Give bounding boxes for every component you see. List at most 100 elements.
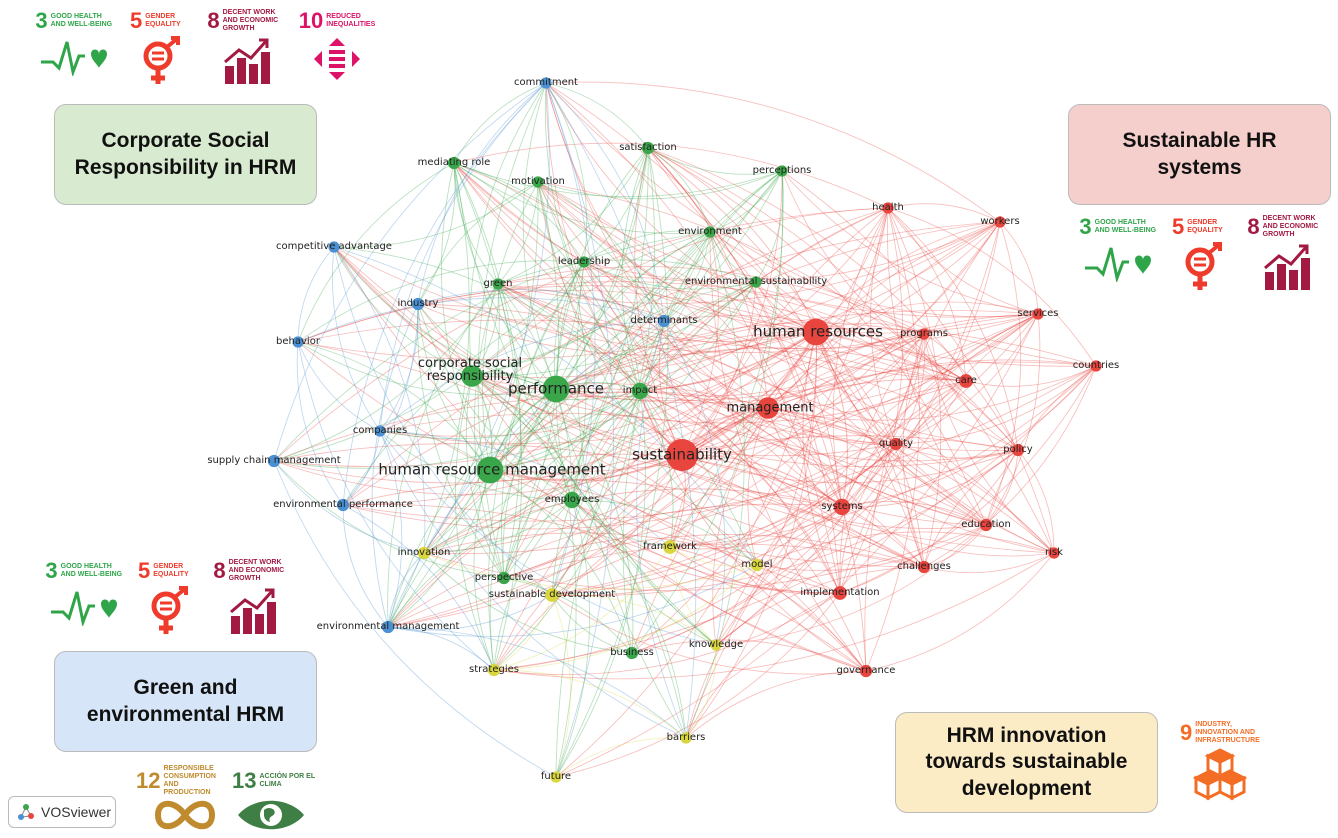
reduced-inequalities-icon bbox=[314, 38, 360, 80]
node-strategies[interactable] bbox=[487, 663, 501, 677]
network-edge bbox=[555, 737, 687, 778]
network-edge bbox=[639, 170, 783, 392]
network-edge bbox=[417, 303, 573, 501]
node-performance[interactable] bbox=[542, 375, 570, 403]
network-edge bbox=[755, 170, 784, 283]
node-knowledge[interactable] bbox=[710, 639, 722, 651]
network-edge bbox=[555, 388, 717, 646]
node-policy[interactable] bbox=[1011, 443, 1025, 457]
network-edge bbox=[715, 221, 1001, 646]
node-employees[interactable] bbox=[563, 491, 581, 509]
network-edge bbox=[453, 82, 547, 164]
node-determinants[interactable] bbox=[657, 314, 671, 328]
network-edge bbox=[545, 82, 697, 739]
node-companies[interactable] bbox=[374, 425, 386, 437]
node-environmental-performance[interactable] bbox=[336, 498, 350, 512]
node-human-resource-management[interactable] bbox=[476, 456, 504, 484]
node-quality[interactable] bbox=[889, 437, 903, 451]
node-sustainable-development[interactable] bbox=[545, 588, 559, 602]
node-industry[interactable] bbox=[411, 297, 425, 311]
growth-chart-icon bbox=[230, 588, 276, 634]
sdg-number: 8 bbox=[207, 8, 220, 33]
node-innovation[interactable] bbox=[417, 546, 431, 560]
node-label-future: future bbox=[540, 771, 572, 782]
network-edge bbox=[273, 443, 925, 568]
node-leadership[interactable] bbox=[578, 256, 590, 268]
node-programs[interactable] bbox=[918, 328, 930, 340]
node-green[interactable] bbox=[492, 278, 504, 290]
node-human-resources[interactable] bbox=[802, 318, 830, 346]
network-edge bbox=[709, 231, 867, 672]
network-edge bbox=[379, 430, 687, 739]
node-risk[interactable] bbox=[1048, 547, 1060, 559]
network-edge bbox=[471, 170, 783, 377]
node-barriers[interactable] bbox=[680, 732, 692, 744]
node-business[interactable] bbox=[625, 646, 639, 660]
network-edge bbox=[417, 82, 547, 305]
node-sustainability[interactable] bbox=[666, 439, 698, 471]
node-framework[interactable] bbox=[663, 540, 677, 554]
node-workers[interactable] bbox=[994, 216, 1006, 228]
network-edge bbox=[489, 231, 711, 471]
network-edge bbox=[503, 147, 649, 579]
sdg-number: 10 bbox=[298, 8, 324, 33]
node-motivation[interactable] bbox=[532, 176, 544, 188]
network-edge bbox=[545, 82, 683, 456]
network-edge bbox=[545, 81, 1001, 223]
network-edge bbox=[489, 469, 633, 654]
node-environmental-management[interactable] bbox=[381, 620, 395, 634]
node-countries[interactable] bbox=[1090, 360, 1102, 372]
sdg-number: 13 bbox=[232, 768, 257, 793]
node-challenges[interactable] bbox=[917, 560, 931, 574]
network-edge bbox=[387, 221, 1001, 628]
network-edge bbox=[423, 552, 758, 590]
node-care[interactable] bbox=[959, 374, 973, 388]
node-competitive-advantage[interactable] bbox=[328, 241, 340, 253]
network-edge bbox=[631, 639, 867, 672]
node-corporate-social-responsibility[interactable] bbox=[461, 365, 483, 387]
node-systems[interactable] bbox=[833, 498, 851, 516]
network-edge bbox=[423, 488, 843, 554]
node-supply-chain-management[interactable] bbox=[267, 454, 281, 468]
vosviewer-badge: VOSviewer bbox=[8, 796, 116, 828]
node-services[interactable] bbox=[1032, 308, 1044, 320]
node-commitment[interactable] bbox=[540, 77, 552, 89]
network-edge bbox=[583, 261, 987, 526]
node-label-programs: programs bbox=[900, 328, 948, 339]
node-label-satisfaction: satisfaction bbox=[619, 142, 677, 153]
network-edge bbox=[555, 281, 757, 390]
node-model[interactable] bbox=[750, 558, 764, 572]
node-environmental-sustainability[interactable] bbox=[750, 276, 762, 288]
node-satisfaction[interactable] bbox=[641, 141, 655, 155]
network-edge bbox=[747, 407, 769, 566]
node-environment[interactable] bbox=[704, 226, 716, 238]
network-edge bbox=[553, 261, 585, 390]
network-edge bbox=[555, 322, 925, 390]
network-edge bbox=[545, 82, 614, 778]
node-behavior[interactable] bbox=[292, 336, 304, 348]
node-impact[interactable] bbox=[631, 382, 649, 400]
network-edge bbox=[631, 207, 889, 654]
network-edge bbox=[333, 246, 683, 456]
node-governance[interactable] bbox=[859, 664, 873, 678]
network-edge bbox=[685, 231, 745, 739]
network-edge bbox=[497, 181, 539, 285]
sdg-text: INDUSTRY, INNOVATION AND INFRASTRUCTURE bbox=[1195, 721, 1260, 744]
node-perspective[interactable] bbox=[497, 571, 511, 585]
node-education[interactable] bbox=[979, 518, 993, 532]
network-edge bbox=[503, 390, 641, 579]
network-edge bbox=[631, 170, 784, 654]
node-perceptions[interactable] bbox=[776, 165, 788, 177]
network-edge bbox=[669, 546, 717, 646]
network-edge bbox=[639, 390, 1055, 554]
node-label-implementation: implementation bbox=[800, 587, 880, 598]
node-label-commitment: commitment bbox=[514, 77, 578, 88]
network-edge bbox=[537, 181, 1039, 318]
network-edge bbox=[545, 82, 769, 409]
node-health[interactable] bbox=[882, 202, 894, 214]
network-edge bbox=[273, 231, 711, 462]
node-mediating-role[interactable] bbox=[447, 156, 461, 170]
node-future[interactable] bbox=[550, 771, 562, 783]
node-management[interactable] bbox=[757, 397, 779, 419]
node-implementation[interactable] bbox=[833, 586, 847, 600]
